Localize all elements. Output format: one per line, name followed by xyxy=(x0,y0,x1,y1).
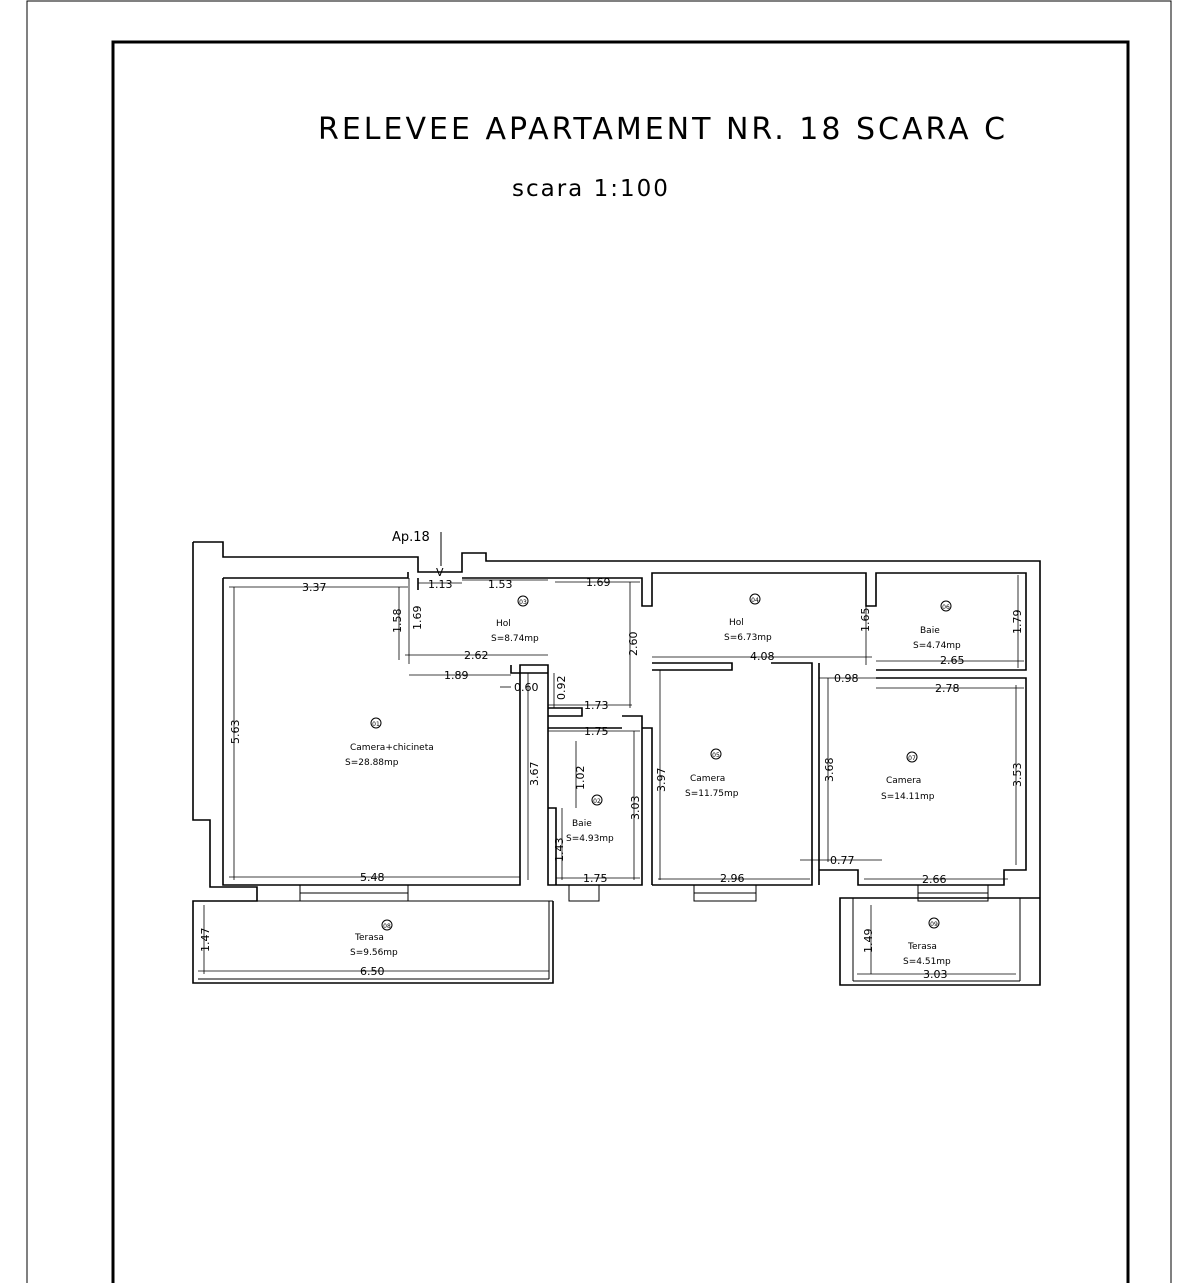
dim-0-77: 0.77 xyxy=(830,854,855,867)
room-area: S=14.11mp xyxy=(881,792,935,802)
dim-1-79: 1.79 xyxy=(1011,610,1024,635)
room-number: 08 xyxy=(383,923,391,930)
room-number: 09 xyxy=(930,921,938,928)
dim-0-98: 0.98 xyxy=(834,672,859,685)
room-area: S=6.73mp xyxy=(724,633,772,643)
room-name: Hol xyxy=(729,618,744,628)
dim-2-65: 2.65 xyxy=(940,654,965,667)
dim-3-68: 3.68 xyxy=(823,758,836,783)
room-area: S=9.56mp xyxy=(350,948,398,958)
room-name: Baie xyxy=(920,626,940,636)
room-name: Hol xyxy=(496,619,511,629)
dim-3-03-terrace: 3.03 xyxy=(923,968,948,981)
apartment-entry-label: Ap.18 xyxy=(392,530,430,545)
room-06: 06 Baie S=4.74mp xyxy=(913,600,961,651)
room-name: Camera xyxy=(886,776,921,786)
dim-1-69-vertical: 1.69 xyxy=(411,606,424,631)
dim-4-08: 4.08 xyxy=(750,650,775,663)
room-04: 04 Hol S=6.73mp xyxy=(724,593,772,643)
room-number: 06 xyxy=(942,604,950,611)
room-area: S=4.51mp xyxy=(903,957,951,967)
room-name: Terasa xyxy=(907,942,937,952)
room-05: 05 Camera S=11.75mp xyxy=(685,748,739,799)
room-01: 01 Camera+chicineta S=28.88mp xyxy=(345,717,434,768)
dim-2-78: 2.78 xyxy=(935,682,960,695)
dim-1-02: 1.02 xyxy=(574,766,587,791)
dimension-lines xyxy=(198,575,1024,975)
dim-3-37: 3.37 xyxy=(302,581,327,594)
dim-1-89: 1.89 xyxy=(444,669,469,682)
room-number: 04 xyxy=(751,597,759,604)
drawing-title: RELEVEE APARTAMENT NR. 18 SCARA C xyxy=(318,112,1009,147)
dim-2-66: 2.66 xyxy=(922,873,947,886)
dim-5-63: 5.63 xyxy=(229,720,242,745)
dim-3-53: 3.53 xyxy=(1011,763,1024,788)
dim-1-75-mid: 1.75 xyxy=(584,725,609,738)
room-number: 05 xyxy=(712,752,720,759)
dim-1-13: 1.13 xyxy=(428,578,453,591)
room-name: Baie xyxy=(572,819,592,829)
room-area: S=28.88mp xyxy=(345,758,399,768)
room-07: 07 Camera S=14.11mp xyxy=(881,751,935,802)
dim-6-50: 6.50 xyxy=(360,965,385,978)
room-02: 02 Baie S=4.93mp xyxy=(566,794,614,844)
dim-3-03-bath: 3.03 xyxy=(629,796,642,821)
dim-1-75-bottom: 1.75 xyxy=(583,872,608,885)
room-number: 02 xyxy=(593,798,601,805)
room-03: 03 Hol S=8.74mp xyxy=(491,595,539,644)
drawing-scale: scara 1:100 xyxy=(512,176,670,202)
dim-1-53: 1.53 xyxy=(488,578,513,591)
dim-5-48: 5.48 xyxy=(360,871,385,884)
dim-2-62: 2.62 xyxy=(464,649,489,662)
dim-0-60: 0.60 xyxy=(514,681,539,694)
dim-1-43: 1.43 xyxy=(553,838,566,863)
room-area: S=11.75mp xyxy=(685,789,739,799)
dim-0-92: 0.92 xyxy=(555,676,568,701)
interior-wall-outline xyxy=(222,572,1027,886)
dim-1-47: 1.47 xyxy=(199,928,212,953)
outer-sheet-border xyxy=(26,0,1172,1283)
room-name: Terasa xyxy=(354,933,384,943)
room-area: S=4.74mp xyxy=(913,641,961,651)
dim-2-96: 2.96 xyxy=(720,872,745,885)
room-area: S=4.93mp xyxy=(566,834,614,844)
dim-1-49: 1.49 xyxy=(862,929,875,954)
room-number: 03 xyxy=(519,599,527,606)
dim-2-60: 2.60 xyxy=(627,632,640,657)
exterior-wall-outline xyxy=(192,541,1041,986)
room-number: 07 xyxy=(908,755,916,762)
dim-1-58: 1.58 xyxy=(391,609,404,634)
dim-1-65: 1.65 xyxy=(859,608,872,633)
room-area: S=8.74mp xyxy=(491,634,539,644)
room-09: 09 Terasa S=4.51mp xyxy=(903,917,951,967)
dim-1-73: 1.73 xyxy=(584,699,609,712)
dim-3-67: 3.67 xyxy=(528,762,541,787)
inner-sheet-border xyxy=(111,40,1130,1283)
room-name: Camera+chicineta xyxy=(350,743,434,753)
dim-1-69-top: 1.69 xyxy=(586,576,611,589)
dim-3-97: 3.97 xyxy=(655,768,668,793)
window-room-02 xyxy=(568,884,600,902)
room-number: 01 xyxy=(372,721,380,728)
room-08: 08 Terasa S=9.56mp xyxy=(350,919,398,958)
room-name: Camera xyxy=(690,774,725,784)
